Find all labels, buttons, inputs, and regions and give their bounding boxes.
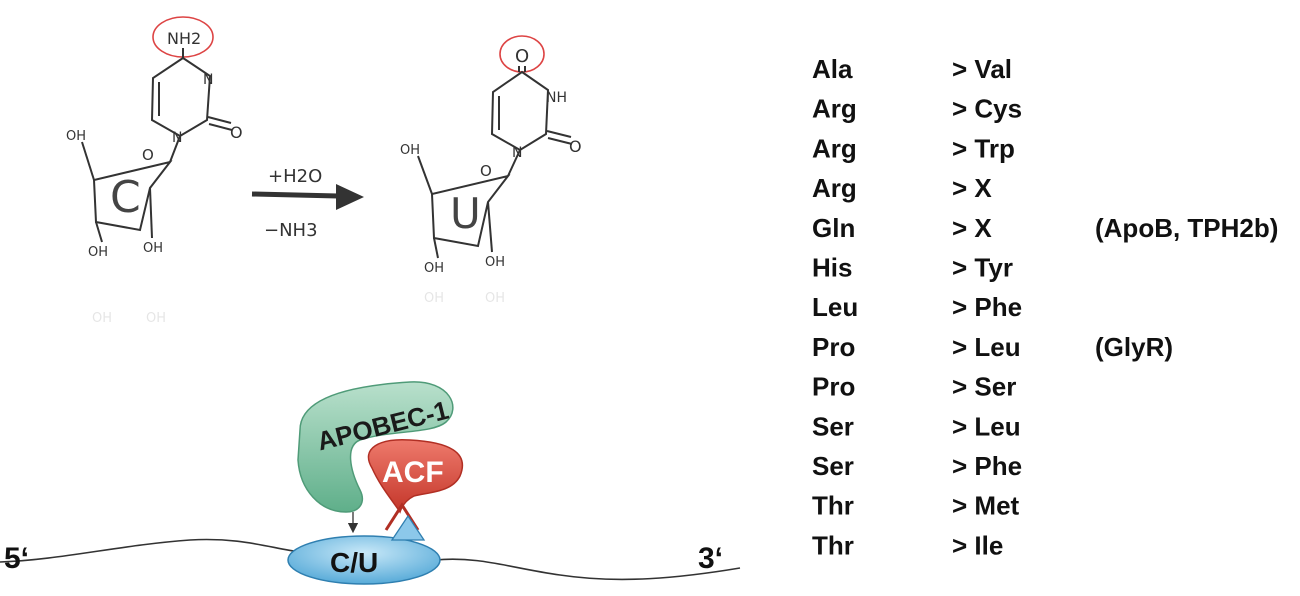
table-row: Pro > Ser [812,372,1016,402]
substitution-from: Arg [812,94,857,124]
reactant-oh-2prime: OH [143,241,163,256]
apobec-shape [297,381,454,513]
substitution-to: > Leu [952,332,1021,362]
substitution-to: > X [952,213,992,243]
substitution-to: > Tyr [952,253,1013,283]
substitution-note: (GlyR) [1095,332,1173,362]
mrna-strand [0,538,741,581]
substitution-from: Ser [812,411,854,441]
mooring-triangle [390,514,426,541]
editing-site-ellipse [287,535,441,585]
substitution-from: Arg [812,133,857,163]
substitution-from: Pro [812,332,855,362]
substitution-to: > Phe [952,451,1022,481]
reactant-oh-5prime: OH [66,129,86,144]
substitution-to: > Val [952,54,1012,84]
table-row: Ala > Val [812,54,1012,84]
substitution-to: > Phe [952,292,1022,322]
product-oh-5prime: OH [400,143,420,158]
substitution-to: > X [952,173,992,203]
table-row: Pro > Leu (GlyR) [812,332,1173,362]
product-ring-letter: U [450,189,481,238]
reactant-ring-letter: C [110,172,141,223]
substitution-from: Ser [812,451,854,481]
table-row: Arg > Trp [812,133,1015,163]
product-oh-2prime: OH [485,255,505,270]
svg-text:OH: OH [485,291,505,306]
product-oh-3prime: OH [424,261,444,276]
cytidine-structure [81,16,233,243]
table-row: His > Tyr [812,253,1013,283]
substitution-to: > Met [952,491,1020,521]
acf-label: ACF [382,456,444,489]
substitution-from: Pro [812,372,855,402]
product-ring-n1-label: N [512,145,522,161]
table-row: Ser > Phe [812,451,1022,481]
uridine-structure [417,35,573,259]
substitution-from: Leu [812,292,858,322]
table-row: Ser > Leu [812,411,1021,441]
substitution-from: Thr [812,530,854,560]
table-row: Thr > Ile [812,530,1003,560]
site-label: C/U [330,547,378,578]
svg-text:OH: OH [146,311,166,326]
substitution-note: (ApoB, TPH2b) [1095,213,1278,243]
reactant-ring-n1-label: N [172,130,182,146]
table-row: Thr > Met [812,491,1020,521]
reactant-ring-o-label: O [142,146,154,164]
reactant-reflection: OH OH [92,311,166,326]
reactant-ring-n-label: N [203,72,213,88]
table-row: Arg > Cys [812,94,1022,124]
three-prime-label: 3‘ [698,542,723,575]
svg-text:OH: OH [92,311,112,326]
substitution-to: > Cys [952,94,1022,124]
svg-text:OH: OH [424,291,444,306]
substitution-from: Ala [812,54,853,84]
reactant-oh-3prime: OH [88,245,108,260]
substitution-from: Gln [812,213,855,243]
product-reflection: OH OH [424,291,505,306]
product-ring-o-label: O [480,162,492,180]
reactant-amino-label: NH2 [167,29,201,48]
reaction-arrow [251,184,364,210]
product-carbonyl-label: O [569,137,582,156]
table-row: Gln > X (ApoB, TPH2b) [812,213,1278,243]
arrow-plus-water: +H2O [268,166,322,187]
table-row: Arg > X [812,173,992,203]
arrow-minus-ammonia: −NH3 [264,220,318,241]
substitution-from: Thr [812,491,854,521]
substitution-from: His [812,253,852,283]
substitution-to: > Ile [952,530,1003,560]
reactant-carbonyl-label: O [230,123,243,142]
substitution-to: > Trp [952,133,1015,163]
table-row: Leu > Phe [812,292,1022,322]
product-carbonyl-top: O [515,46,529,67]
five-prime-label: 5‘ [4,542,29,575]
acf-binding-fork [384,502,420,531]
substitution-from: Arg [812,173,857,203]
substitution-to: > Leu [952,411,1021,441]
substitution-to: > Ser [952,372,1016,402]
product-nh-label: NH [546,90,567,106]
